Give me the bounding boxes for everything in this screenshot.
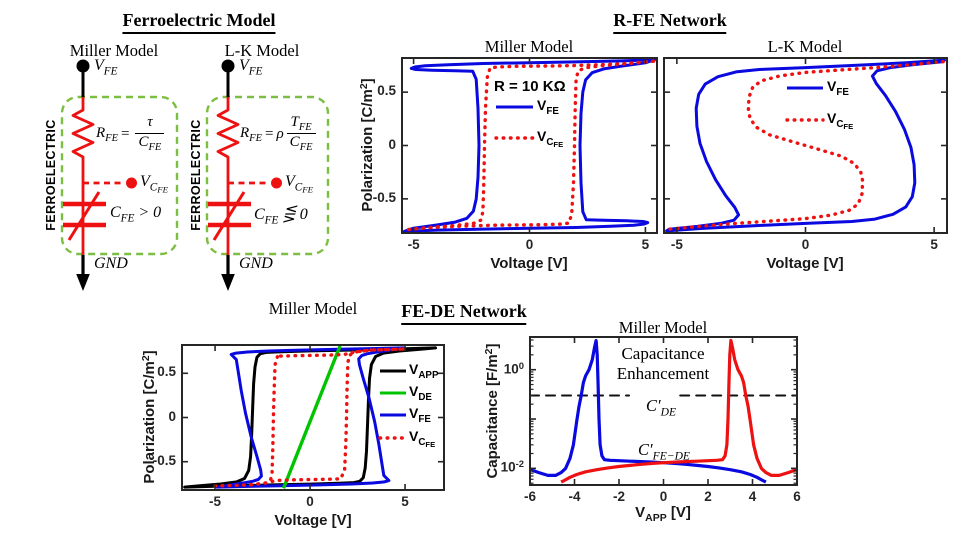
x-axis-label-rfe-miller: Voltage [V]	[490, 255, 568, 272]
x-axis-label-rfe-lk: Voltage [V]	[766, 255, 844, 272]
miller-capacitor-slash	[67, 191, 101, 241]
legend-label-fede-miller-pv-2: VFE	[409, 405, 431, 425]
section-title-fede-network: FE-DE Network	[401, 301, 527, 325]
annotation-rfe-miller-0: R = 10 KΩ	[494, 78, 566, 95]
miller-resistor-formula: RFE = τ CFE	[96, 114, 165, 154]
miller-vcfe-label: VCFE	[140, 173, 168, 195]
lk-ferroelectric-vertical-label: FERROELECTRIC	[189, 119, 203, 231]
x-tick-label-rfe-miller: 5	[641, 237, 650, 252]
series-rfe-miller-v-cfe	[403, 59, 656, 232]
x-tick-label-rfe-miller: 0	[525, 237, 534, 252]
annotation-fede-miller-cv-3: C′FE−DE	[638, 440, 690, 463]
plot-title-rfe-lk: L-K Model	[767, 37, 843, 56]
y-tick-label-rfe-miller: -0.5	[372, 189, 396, 205]
y-tick-label-fede-miller-pv: 0	[168, 408, 176, 424]
x-tick-label-rfe-lk: 0	[801, 237, 810, 252]
miller-ferroelectric-vertical-label: FERROELECTRIC	[44, 119, 58, 231]
section-title-rfe-network: R-FE Network	[613, 10, 727, 34]
y-tick-label-fede-miller-cv: 100	[503, 360, 524, 377]
annotation-fede-miller-cv-2: C′DE	[645, 396, 677, 419]
legend-label-fede-miller-pv-0: VAPP	[409, 361, 439, 381]
y-tick-label-fede-miller-pv: 0.5	[157, 364, 176, 380]
lk-vfe-terminal-dot	[221, 59, 235, 73]
x-axis-label-fede-miller-pv: Voltage [V]	[274, 512, 352, 529]
lk-capacitor-slash	[212, 191, 246, 241]
y-tick-label-rfe-miller: 0.5	[377, 83, 396, 99]
miller-resistor-and-wire	[71, 97, 95, 255]
series-rfe-lk-v-cfe	[666, 60, 945, 231]
lk-gnd-label: GND	[239, 255, 273, 272]
x-tick-label-rfe-lk: 5	[930, 237, 938, 252]
x-tick-label-fede-miller-pv: 5	[401, 494, 409, 509]
miller-ground-arrow	[76, 274, 90, 291]
y-axis-label-rfe-miller: Polarization [C/m2]	[357, 78, 377, 212]
legend-label-fede-miller-pv-1: VDE	[409, 383, 432, 403]
series-rfe-miller-v-fe	[402, 58, 657, 233]
y-tick-label-rfe-miller: 0	[388, 136, 396, 152]
x-tick-label-fede-miller-cv: 0	[659, 489, 668, 504]
legend-label-rfe-lk-1: VCFE	[827, 110, 854, 131]
x-tick-label-rfe-lk: -5	[670, 237, 683, 252]
annotation-fede-miller-cv-0: Capacitance	[621, 344, 705, 363]
miller-ferroelectric-box	[60, 95, 179, 256]
lk-vcfe-label: VCFE	[285, 173, 313, 195]
lk-vfe-label: VFE	[239, 57, 263, 78]
miller-cfe-condition: CFE > 0	[110, 204, 162, 225]
lk-resistor-formula: RFE = ρ TFE CFE	[240, 114, 316, 154]
y-tick-label-fede-miller-cv: 10-2	[500, 459, 524, 476]
x-tick-label-fede-miller-cv: -2	[612, 489, 626, 504]
x-tick-label-fede-miller-cv: 2	[704, 489, 712, 504]
annotation-fede-miller-cv-1: Enhancement	[616, 364, 710, 383]
miller-gnd-label: GND	[94, 255, 128, 272]
legend-label-rfe-lk-0: VFE	[827, 78, 849, 98]
miller-vfe-terminal-dot	[76, 59, 90, 73]
x-tick-label-rfe-miller: -5	[407, 237, 420, 252]
legend-label-fede-miller-pv-3: VCFE	[409, 428, 436, 449]
lk-cfe-condition: CFE ⋚ 0	[254, 206, 308, 227]
y-axis-label-fede-miller-pv: Polarization [C/m2]	[139, 350, 159, 484]
lk-resistor-and-wire	[216, 97, 240, 255]
lk-circuit-title: L-K Model	[224, 41, 300, 60]
plot-title-rfe-miller: Miller Model	[484, 37, 574, 56]
x-axis-label-fede-miller-cv: VAPP [V]	[635, 504, 691, 525]
series-fede-miller-cv-c-fede-red	[560, 338, 798, 484]
x-tick-label-fede-miller-cv: 4	[748, 489, 757, 504]
x-tick-label-fede-miller-cv: -6	[523, 489, 537, 504]
miller-vfe-label: VFE	[94, 57, 118, 78]
section-title-ferroelectric-model: Ferroelectric Model	[122, 10, 276, 34]
x-tick-label-fede-miller-pv: -5	[209, 494, 222, 509]
plot-title-fede-miller-cv: Miller Model	[618, 318, 708, 337]
y-axis-label-fede-miller-cv: Capacitance [F/m2]	[482, 343, 502, 479]
legend-label-rfe-miller-0: VFE	[537, 97, 559, 117]
plot-title-fede-miller-pv: Miller Model	[268, 299, 358, 318]
legend-label-rfe-miller-1: VCFE	[537, 128, 564, 149]
miller-tap-dot	[126, 177, 137, 189]
lk-circuit	[205, 59, 330, 291]
lk-ground-arrow	[221, 274, 235, 291]
miller-circuit-title: Miller Model	[69, 41, 159, 60]
series-fede-miller-pv-v-de	[281, 345, 342, 489]
series-rfe-lk-v-fe	[665, 58, 946, 233]
miller-circuit	[60, 59, 179, 291]
series-fede-miller-cv-c-fede-blue	[529, 338, 767, 484]
series-fede-miller-pv-v-app	[183, 346, 437, 489]
y-tick-label-fede-miller-pv: -0.5	[152, 452, 176, 468]
series-fede-miller-pv-v-cfe	[213, 347, 407, 488]
x-tick-label-fede-miller-cv: -4	[568, 489, 581, 504]
lk-tap-dot	[271, 177, 282, 189]
x-tick-label-fede-miller-cv: 6	[793, 489, 801, 504]
x-tick-label-fede-miller-pv: 0	[306, 494, 314, 509]
